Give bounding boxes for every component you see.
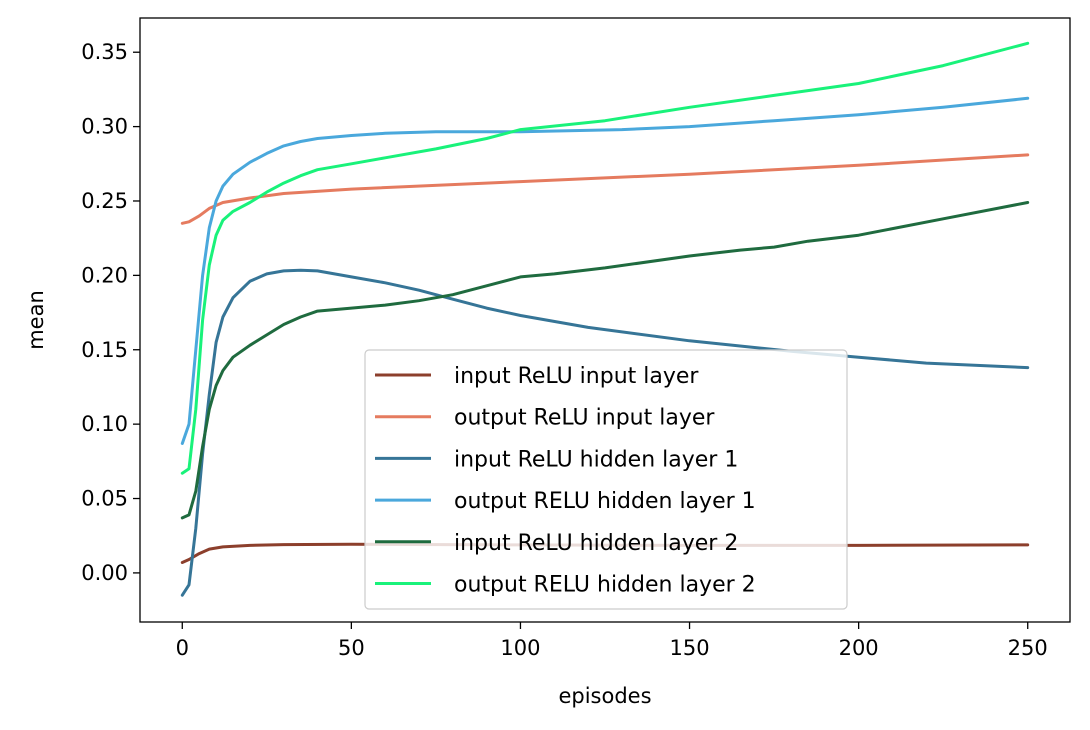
legend-label: input ReLU hidden layer 2 (454, 531, 738, 556)
x-tick-label: 250 (1008, 636, 1048, 660)
y-tick-label: 0.35 (81, 40, 128, 64)
series-line (180, 268, 1030, 597)
plot-frame (139, 17, 1071, 623)
legend: input ReLU input layer output ReLU input … (364, 349, 848, 610)
legend-label: output ReLU input layer (454, 406, 715, 431)
legend-label: output RELU hidden layer 2 (454, 573, 756, 598)
legend-box (364, 349, 848, 610)
x-tick-label: 0 (176, 636, 189, 660)
y-tick-label: 0.30 (81, 115, 128, 139)
series-layer (180, 41, 1030, 597)
x-tick-label: 100 (500, 636, 540, 660)
x-axis-label: episodes (558, 684, 651, 708)
y-tick-label: 0.25 (81, 189, 128, 213)
x-tick-label: 200 (839, 636, 879, 660)
y-tick-label: 0.20 (81, 263, 128, 287)
ticks-layer: 0 50 100 150 200 250 0.00 0.05 0.10 0.15 0.20 0.25 0… (81, 40, 1048, 660)
series-line (180, 96, 1030, 445)
x-tick-label: 50 (338, 636, 365, 660)
y-tick-label: 0.15 (81, 338, 128, 362)
y-tick-label: 0.10 (81, 412, 128, 436)
legend-label: input ReLU input layer (454, 364, 699, 389)
y-tick-label: 0.05 (81, 487, 128, 511)
x-tick-label: 150 (669, 636, 709, 660)
series-line (180, 153, 1030, 225)
y-tick-label: 0.00 (81, 561, 128, 585)
y-axis-label: mean (24, 290, 48, 350)
series-line (180, 41, 1030, 475)
series-line (180, 201, 1030, 520)
legend-label: output RELU hidden layer 1 (454, 489, 756, 514)
legend-label: input ReLU hidden layer 1 (454, 447, 738, 472)
